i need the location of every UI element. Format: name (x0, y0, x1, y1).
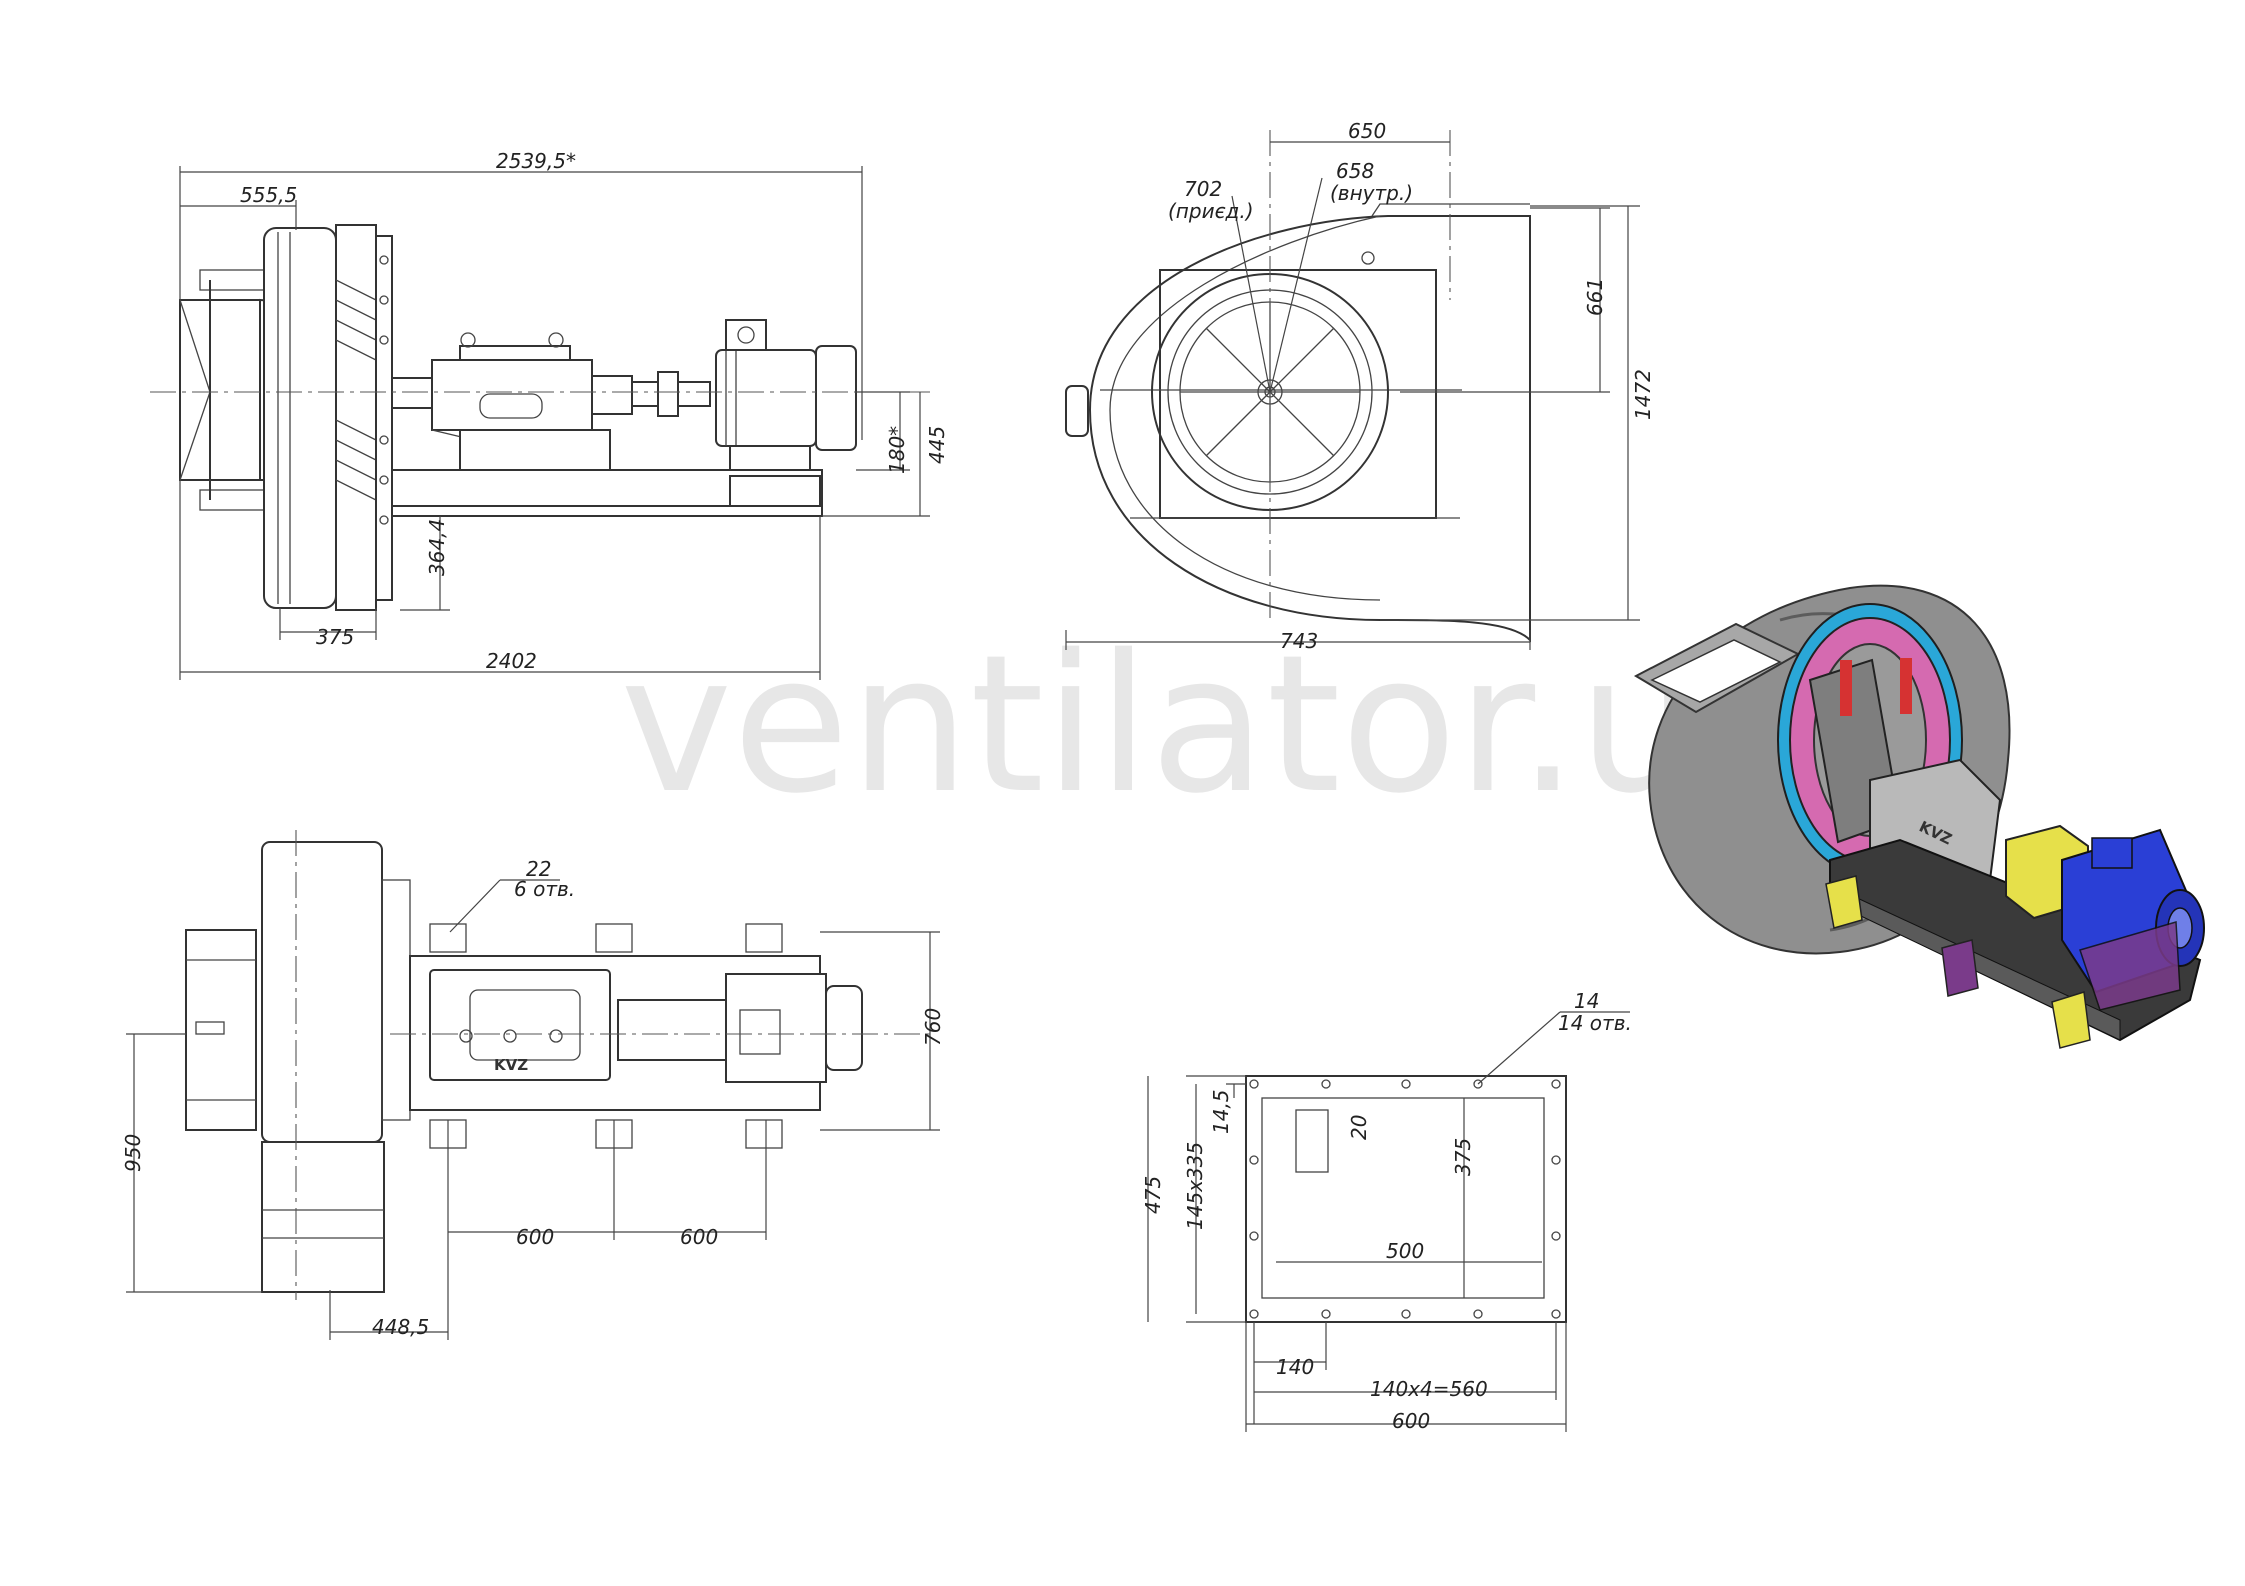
plan-inlet-box (185, 929, 257, 1131)
plan-motor (725, 973, 827, 1083)
side-view: 2539,5* 555,5 180* 445 364,4 375 2402 (150, 149, 949, 680)
isometric-render: KVZ (1633, 584, 2205, 1049)
dim-flange-first-pitch: 140 (1276, 1355, 1314, 1379)
dim-flange-pitch-h: 140x4=560 (1370, 1377, 1488, 1401)
dim-flange-hole-count: 14 отв. (1558, 1011, 1632, 1035)
dim-plan-base-width: 760 (921, 1008, 945, 1046)
flange-bracket (1295, 1109, 1329, 1173)
dim-plan-spacing-2: 600 (680, 1225, 718, 1249)
dim-shaft-height: 180* (885, 426, 909, 474)
base-frame (391, 469, 823, 517)
flange-inner (1261, 1097, 1545, 1299)
flange-outer (1245, 1075, 1567, 1323)
dim-flange-hole-dia: 14 (1574, 989, 1599, 1013)
dim-overall-length: 2539,5* (496, 149, 576, 173)
dim-plan-hole-count: 6 отв. (514, 877, 575, 901)
dim-inlet-dia-1: 702 (1184, 177, 1222, 201)
dim-height: 445 (925, 426, 949, 464)
dim-outlet-width: 650 (1348, 119, 1386, 143)
watermark-text: ventilator.ua (620, 614, 1815, 835)
dim-flange-pitch-v: 145x335 (1183, 1142, 1207, 1230)
volute-casing (263, 224, 393, 611)
plan-brand-label: KVZ (494, 1056, 528, 1074)
dim-plan-offset: 448,5 (372, 1315, 429, 1339)
dim-inlet-dia-2-note: (внутр.) (1330, 181, 1413, 205)
front-view: 650 702 (приєд.) 658 (внутр.) 661 1472 7… (1065, 119, 1655, 653)
dim-inlet-offset: 555,5 (240, 183, 297, 207)
side-view-dims: 2539,5* 555,5 180* 445 364,4 375 2402 (179, 149, 949, 680)
bearing-housing (391, 332, 711, 471)
volute-outline (1088, 215, 1531, 643)
plan-view-dims: 22 6 отв. 760 950 600 600 448,5 (121, 857, 945, 1340)
side-handle (1065, 385, 1089, 437)
flange-view: 14 14 отв. 14,5 145x335 475 20 375 500 1… (1141, 989, 1632, 1433)
dim-outlet-height: 661 (1583, 278, 1607, 316)
dim-flange-edge: 14,5 (1209, 1089, 1233, 1134)
plan-volute (261, 841, 383, 1143)
inlet-box (179, 269, 281, 511)
dim-impeller-width: 375 (316, 625, 354, 649)
flange-view-dims: 14 14 отв. 14,5 145x335 475 20 375 500 1… (1141, 989, 1632, 1433)
dim-base-length: 2402 (486, 649, 537, 673)
dim-flange-inner-w: 500 (1386, 1239, 1424, 1263)
plan-outlet (261, 1141, 385, 1293)
dim-inlet-dia-1-note: (приєд.) (1168, 199, 1254, 223)
motor (715, 319, 857, 477)
dim-flange-total-h: 475 (1141, 1176, 1165, 1214)
dim-base-offset: 364,4 (425, 519, 449, 576)
plan-view: KVZ 22 6 отв. 760 950 600 600 (121, 830, 945, 1340)
dim-flange-total-w: 600 (1392, 1409, 1430, 1433)
front-view-dims: 650 702 (приєд.) 658 (внутр.) 661 1472 7… (1065, 119, 1655, 653)
flange-holes (1249, 1079, 1561, 1319)
dim-total-height: 1472 (1631, 369, 1655, 420)
dim-plan-inlet-width: 950 (121, 1134, 145, 1172)
dim-inlet-dia-2: 658 (1336, 159, 1374, 183)
dim-plan-spacing-1: 600 (516, 1225, 554, 1249)
plan-coupling (617, 999, 729, 1061)
plan-bearing-housing (429, 969, 611, 1081)
dim-plan-hole-dia: 22 (526, 857, 551, 881)
dim-flange-gap: 20 (1347, 1115, 1371, 1140)
dim-flange-inner-h: 375 (1451, 1138, 1475, 1176)
impeller-spokes (1180, 302, 1360, 482)
inlet-square (1159, 269, 1437, 519)
dim-total-width: 743 (1280, 629, 1318, 653)
